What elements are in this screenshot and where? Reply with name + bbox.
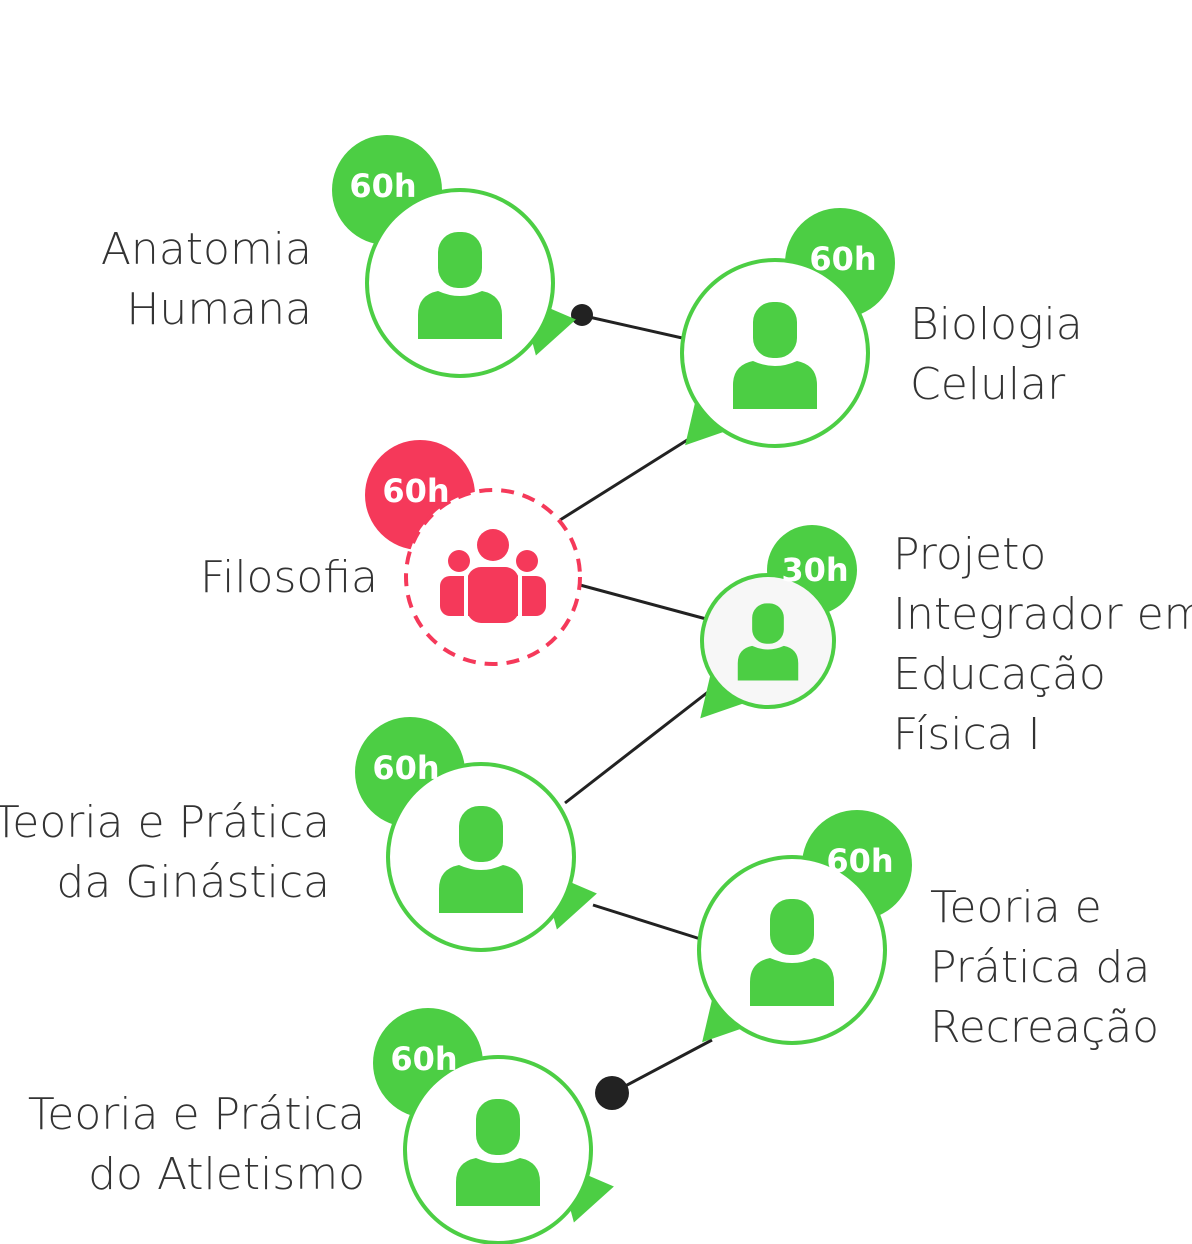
hours-badge-label: 60h xyxy=(809,240,876,278)
node-label-anatomia-humana: Anatomia Humana xyxy=(101,220,312,340)
person-body xyxy=(733,361,817,409)
node-atletismo: 60h xyxy=(373,1008,614,1244)
node-label-ginastica: Teoria e Prática da Ginástica xyxy=(0,793,330,913)
hours-badge-label: 60h xyxy=(826,842,893,880)
label-line: Humana xyxy=(126,284,312,335)
label-line: da Ginástica xyxy=(56,857,330,908)
person-body xyxy=(737,645,799,681)
person-head xyxy=(753,302,797,358)
person-icon xyxy=(733,302,817,409)
node-filosofia: 60h xyxy=(365,440,582,666)
hours-badge-label: 60h xyxy=(349,167,416,205)
node-label-recreacao: Teoria e Prática da Recreação xyxy=(930,878,1159,1058)
connector-dot xyxy=(595,1076,629,1110)
node-anatomia-humana: 60h xyxy=(332,135,576,378)
node-ginastica: 60h xyxy=(355,717,597,952)
hours-badge-label: 60h xyxy=(390,1040,457,1078)
person-icon xyxy=(439,806,523,913)
group-gap xyxy=(518,576,522,618)
label-line: Teoria e Prática xyxy=(27,1089,365,1140)
node-recreacao: 60h xyxy=(697,810,912,1045)
node-label-filosofia: Filosofia xyxy=(200,548,378,608)
person-body xyxy=(456,1158,540,1206)
hours-badge-label: 60h xyxy=(382,472,449,510)
node-label-projeto-integrador: Projeto Integrador em Educação Física I xyxy=(893,525,1192,765)
connector-line xyxy=(592,903,711,944)
label-line: Filosofia xyxy=(200,552,378,603)
label-line: Biologia xyxy=(910,299,1083,350)
hours-badge-label: 60h xyxy=(372,749,439,787)
node-biologia-celular: 60h xyxy=(680,208,895,448)
connector-line xyxy=(564,690,709,805)
person-head xyxy=(438,232,482,288)
connector-line xyxy=(579,583,711,622)
node-circle-dashed xyxy=(404,488,582,666)
group-center-head xyxy=(477,529,509,561)
label-line: Projeto xyxy=(893,529,1047,580)
person-icon xyxy=(456,1099,540,1206)
label-line: Teoria e xyxy=(930,882,1102,933)
group-center-body xyxy=(467,567,519,623)
person-head xyxy=(752,603,784,644)
connector-line xyxy=(579,313,701,344)
person-body xyxy=(439,865,523,913)
label-line: Educação xyxy=(893,649,1106,700)
label-line: Celular xyxy=(910,359,1066,410)
label-line: Prática da xyxy=(930,942,1151,993)
group-icon xyxy=(440,529,546,623)
label-line: Integrador em xyxy=(893,589,1192,640)
node-label-atletismo: Teoria e Prática do Atletismo xyxy=(28,1085,365,1205)
person-head xyxy=(770,899,814,955)
group-gap xyxy=(464,576,468,618)
label-line: Teoria e Prática xyxy=(0,797,330,848)
label-line: Anatomia xyxy=(100,224,312,275)
person-body xyxy=(418,291,502,339)
group-side-head xyxy=(448,550,470,572)
person-icon xyxy=(418,232,502,339)
label-line: Física I xyxy=(893,709,1041,760)
person-head xyxy=(459,806,503,862)
node-projeto-integrador: 30h xyxy=(700,525,857,719)
person-icon xyxy=(750,899,834,1006)
label-line: do Atletismo xyxy=(88,1149,365,1200)
person-body xyxy=(750,958,834,1006)
connector-line xyxy=(611,1038,713,1095)
hours-badge-label: 30h xyxy=(781,551,848,589)
person-head xyxy=(476,1099,520,1155)
connector-dot xyxy=(571,304,593,326)
group-side-head xyxy=(516,550,538,572)
node-label-biologia-celular: Biologia Celular xyxy=(910,295,1083,415)
person-icon xyxy=(737,603,799,681)
connector-line xyxy=(559,430,701,522)
label-line: Recreação xyxy=(930,1002,1160,1053)
